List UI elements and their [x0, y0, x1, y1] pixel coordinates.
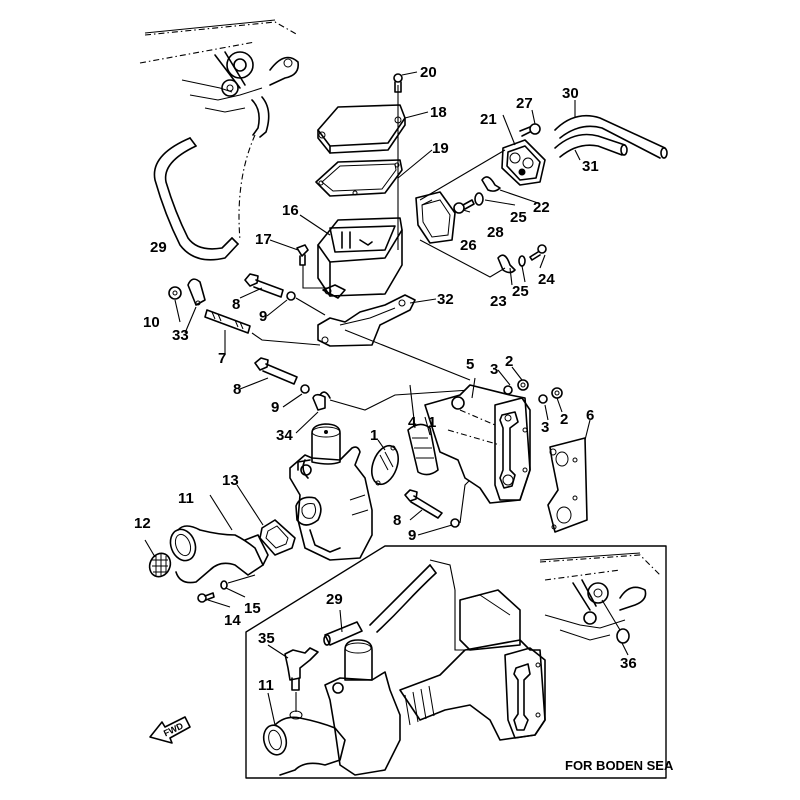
bolt-8-middle — [254, 357, 298, 385]
washer-9-lower — [450, 479, 471, 528]
callout-22: 22 — [533, 199, 550, 216]
callout-14: 14 — [224, 612, 241, 629]
washer-9-middle — [300, 384, 310, 394]
bracket-32 — [317, 294, 416, 347]
callout-16: 16 — [282, 202, 299, 219]
callout-35: 35 — [258, 630, 275, 647]
callout-18: 18 — [430, 104, 447, 121]
callout-8a: 8 — [232, 296, 240, 313]
carburetor — [289, 423, 373, 561]
callout-11a: 11 — [178, 490, 194, 507]
gasket-6 — [547, 437, 588, 533]
callout-5: 5 — [466, 356, 474, 373]
guide-line-bracket — [344, 329, 471, 381]
gasket-13 — [259, 519, 296, 556]
callout-17: 17 — [255, 231, 272, 248]
washer-15 — [220, 574, 256, 590]
washer-9-upper — [286, 291, 326, 316]
silencer-case-16 — [317, 217, 403, 299]
inset-caption: FOR BODEN SEA — [565, 758, 674, 773]
callout-25b: 25 — [512, 283, 529, 300]
washer-25b — [518, 255, 526, 267]
callout-15: 15 — [244, 600, 261, 617]
screw-28 — [453, 199, 475, 214]
callout-30: 30 — [562, 85, 579, 102]
callout-labels: 20 18 19 27 30 21 31 22 25 28 26 24 25 2… — [134, 64, 637, 694]
bolt-8-upper — [244, 273, 284, 298]
stud-7 — [204, 309, 321, 346]
callout-13: 13 — [222, 472, 239, 489]
leader-lines — [144, 71, 629, 726]
callout-6: 6 — [586, 407, 594, 424]
gasket-19 — [315, 159, 403, 197]
silencer-11 — [169, 525, 269, 584]
intake-manifold-5 — [424, 384, 531, 504]
gasket-1 — [371, 444, 399, 486]
washer-25a — [474, 192, 484, 206]
callout-29a: 29 — [150, 239, 167, 256]
pipe-31 — [554, 133, 628, 158]
callout-23: 23 — [490, 293, 507, 310]
nut-10 — [168, 286, 182, 300]
clamp-34 — [312, 389, 471, 411]
hose-29-upper — [153, 96, 270, 261]
screw-17 — [296, 244, 328, 289]
screw-24 — [529, 244, 547, 261]
callout-11b: 11 — [258, 677, 274, 694]
callout-2a: 2 — [505, 353, 513, 370]
guide-line-reed — [419, 149, 506, 201]
valve-stopper-23 — [497, 254, 516, 274]
callout-25a: 25 — [510, 209, 527, 226]
callout-21: 21 — [480, 111, 497, 128]
engine-context-top — [139, 19, 300, 113]
screw-14 — [197, 592, 215, 603]
screen-12 — [148, 552, 172, 578]
callout-34: 34 — [276, 427, 293, 444]
clamp-33 — [187, 278, 206, 306]
gasket-26 — [415, 191, 456, 244]
pipe-30 — [554, 114, 668, 159]
screw-20 — [393, 73, 403, 93]
callout-32: 32 — [437, 291, 454, 308]
screw-27 — [519, 123, 541, 137]
callout-19: 19 — [432, 140, 449, 157]
callout-7: 7 — [218, 350, 226, 367]
callout-27: 27 — [516, 95, 533, 112]
callout-9b: 9 — [271, 399, 279, 416]
callout-20: 20 — [420, 64, 437, 81]
silencer-cover-18 — [317, 104, 406, 154]
callout-10: 10 — [143, 314, 160, 331]
callout-3a: 3 — [490, 361, 498, 378]
callout-4: 4 — [408, 414, 417, 431]
inset-boden-sea: FOR BODEN SEA — [245, 545, 674, 779]
callout-3b: 3 — [541, 419, 549, 436]
callout-33: 33 — [172, 327, 189, 344]
callout-12: 12 — [134, 515, 151, 532]
spacer-4 — [407, 423, 439, 476]
callout-1b: 1 — [428, 414, 436, 431]
callout-9c: 9 — [408, 527, 416, 544]
callout-1a: 1 — [370, 427, 378, 444]
fwd-direction-arrow: FWD — [149, 716, 191, 744]
reed-valve-21 — [501, 139, 546, 186]
callout-2b: 2 — [560, 411, 568, 428]
callout-8b: 8 — [233, 381, 241, 398]
guide-line-reed-lower — [419, 239, 506, 278]
callout-24: 24 — [538, 271, 555, 288]
callout-28: 28 — [487, 224, 504, 241]
callout-36: 36 — [620, 655, 637, 672]
callout-29b: 29 — [326, 591, 343, 608]
bolt-8-lower — [404, 489, 443, 519]
callout-8c: 8 — [393, 512, 401, 529]
valve-stopper-22 — [481, 176, 501, 192]
callout-9a: 9 — [259, 308, 267, 325]
callout-31: 31 — [582, 158, 599, 175]
callout-26: 26 — [460, 237, 477, 254]
